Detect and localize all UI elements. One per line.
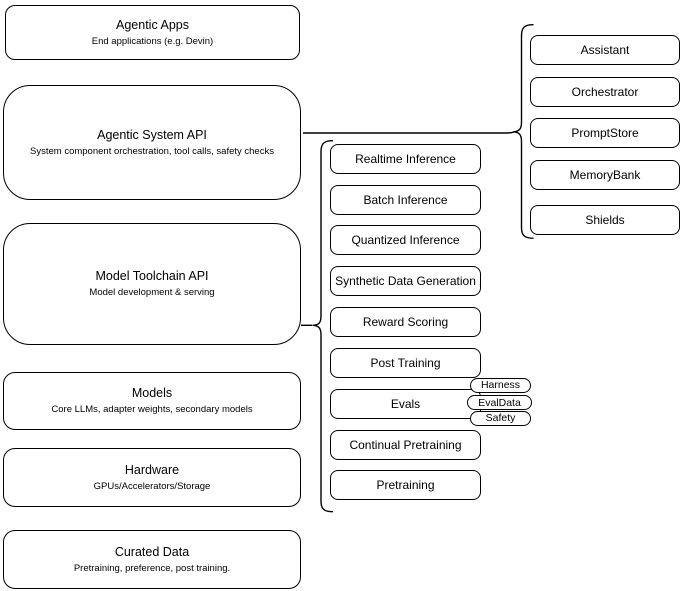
box-subtitle: End applications (e.g. Devin) xyxy=(91,35,214,47)
box-subtitle: GPUs/Accelerators/Storage xyxy=(93,480,211,492)
box-models: Models Core LLMs, adapter weights, secon… xyxy=(3,372,301,430)
component-assistant: Assistant xyxy=(530,35,680,65)
evals-tag-safety: Safety xyxy=(470,410,531,426)
service-realtime-inference: Realtime Inference xyxy=(330,144,481,174)
box-title: Model Toolchain API xyxy=(95,269,209,283)
box-agentic-system-api: Agentic System API System component orch… xyxy=(3,85,301,200)
evals-tag-harness: Harness xyxy=(470,377,531,393)
service-quantized-inference: Quantized Inference xyxy=(330,225,481,255)
service-evals: Evals xyxy=(330,389,481,419)
box-subtitle: Core LLMs, adapter weights, secondary mo… xyxy=(51,404,253,415)
service-pretraining: Pretraining xyxy=(330,470,481,500)
system-api-connector-line xyxy=(303,131,515,134)
service-reward-scoring: Reward Scoring xyxy=(330,307,481,337)
service-post-training: Post Training xyxy=(330,348,481,378)
box-title: Curated Data xyxy=(114,544,190,559)
box-curated-data: Curated Data Pretraining, preference, po… xyxy=(3,530,301,589)
service-continual-pretraining: Continual Pretraining xyxy=(330,430,481,460)
evals-tag-evaldata: EvalData xyxy=(467,395,532,410)
box-subtitle: Model development & serving xyxy=(89,287,215,298)
box-title: Hardware xyxy=(124,462,180,477)
box-title: Models xyxy=(131,386,173,400)
component-promptstore: PromptStore xyxy=(530,118,680,148)
box-hardware: Hardware GPUs/Accelerators/Storage xyxy=(3,448,301,507)
box-subtitle: System component orchestration, tool cal… xyxy=(30,145,274,157)
box-subtitle: Pretraining, preference, post training. xyxy=(73,562,231,574)
service-synthetic-data-generation: Synthetic Data Generation xyxy=(330,266,481,296)
box-title: Agentic System API xyxy=(97,127,207,142)
box-model-toolchain-api: Model Toolchain API Model development & … xyxy=(3,223,301,345)
box-title: Agentic Apps xyxy=(116,17,189,32)
component-shields: Shields xyxy=(530,205,680,235)
service-batch-inference: Batch Inference xyxy=(330,185,481,215)
component-orchestrator: Orchestrator xyxy=(530,77,680,107)
component-memorybank: MemoryBank xyxy=(530,160,680,190)
box-agentic-apps: Agentic Apps End applications (e.g. Devi… xyxy=(5,5,300,60)
